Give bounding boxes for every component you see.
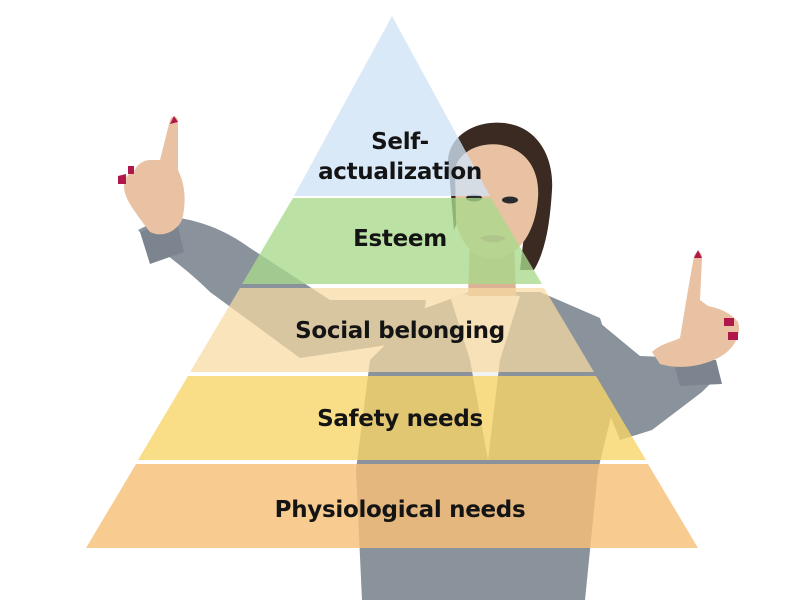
- pyramid-tier-social-belonging: [190, 288, 594, 372]
- woman-right-eye: [502, 196, 518, 204]
- woman-left-hand: [124, 116, 185, 235]
- pyramid-tier-physiological-needs: [86, 464, 698, 548]
- woman-right-hand: [652, 251, 740, 367]
- pyramid: [86, 16, 698, 548]
- tier-label-self-actualization-line1: Self-: [371, 129, 429, 155]
- woman-right-arm: [594, 318, 718, 440]
- woman-right-curled-nails: [724, 318, 738, 340]
- tier-label-safety-needs: Safety needs: [317, 406, 483, 432]
- woman-left-fingernail: [170, 116, 178, 124]
- pyramid-tier-esteem: [242, 198, 542, 284]
- tier-label-social-belonging: Social belonging: [295, 318, 505, 344]
- tier-label-physiological-needs: Physiological needs: [274, 497, 526, 523]
- tier-label-self-actualization-line2: actualization: [318, 159, 482, 185]
- tier-label-esteem: Esteem: [353, 226, 447, 252]
- woman-right-fingernail: [694, 250, 702, 258]
- woman-left-curled-nails: [118, 166, 134, 184]
- pyramid-tier-self-actualization: [294, 16, 490, 196]
- tier-label-self-actualization: Self- actualization: [0, 127, 800, 187]
- pyramid-tier-safety-needs: [138, 376, 646, 460]
